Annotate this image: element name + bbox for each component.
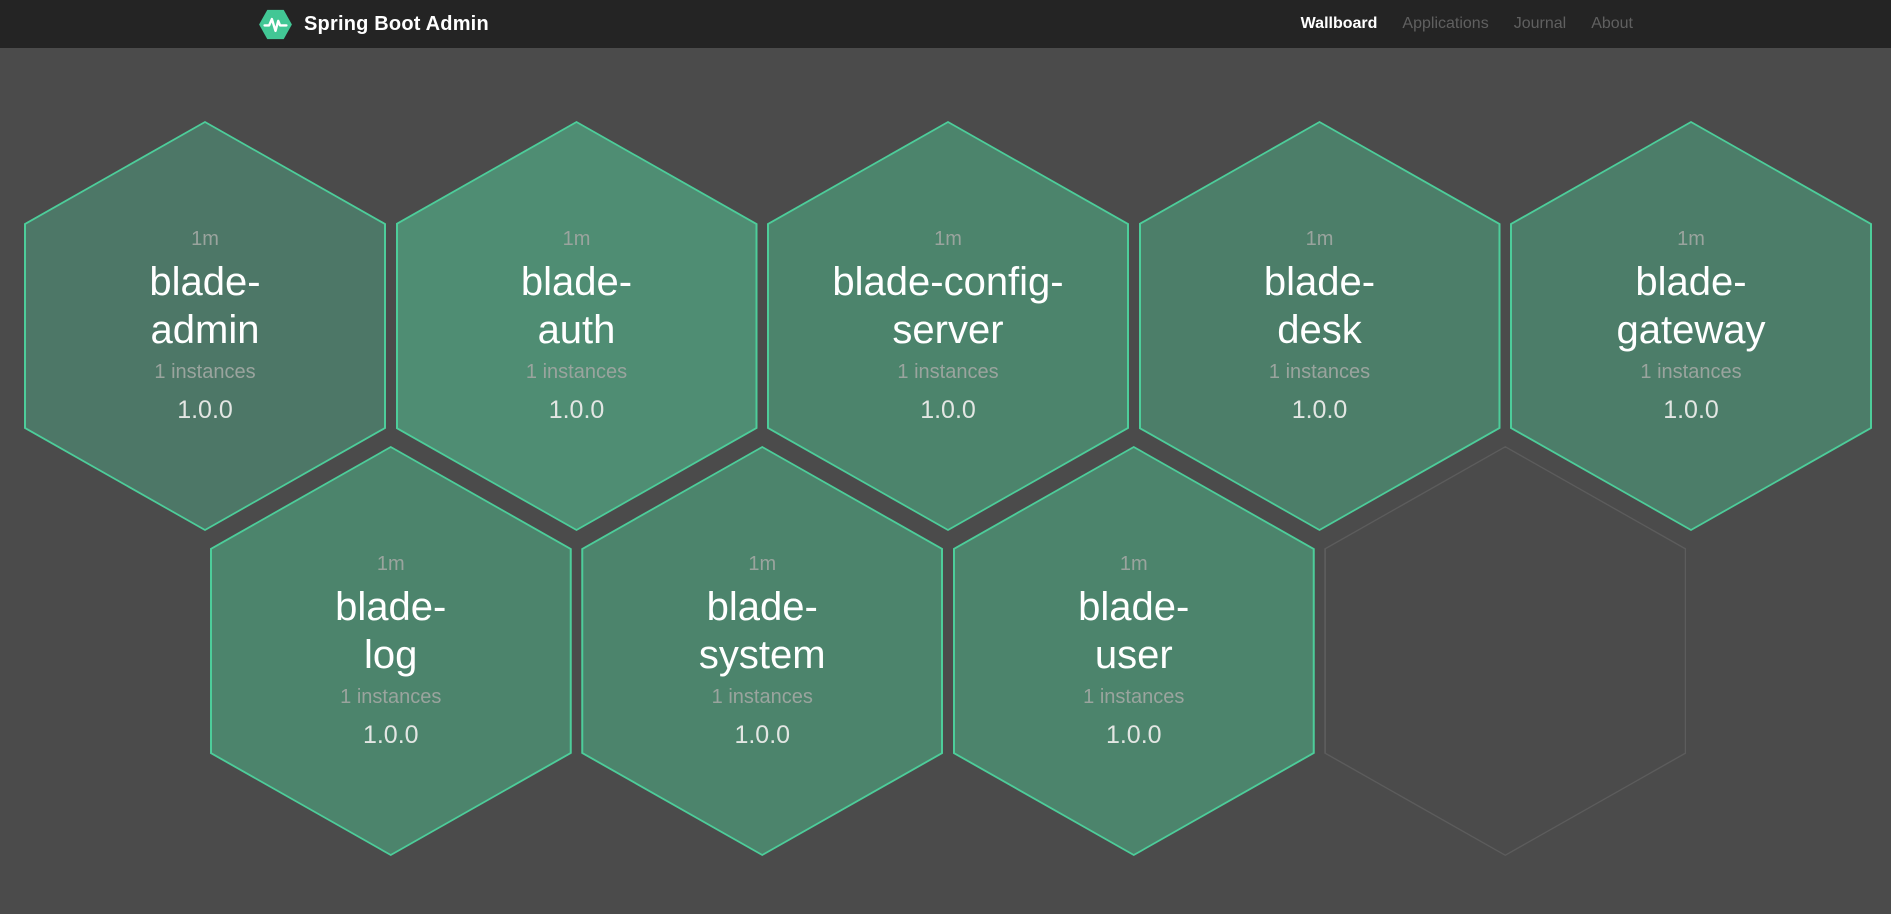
instances-count: 1 instances [340,685,442,708]
instances-count: 1 instances [154,360,256,383]
application-name: blade-auth [520,259,633,352]
version-label: 1.0.0 [1663,395,1719,424]
nav-link-about[interactable]: About [1591,15,1633,32]
empty-hexagon-slot [1324,446,1687,856]
nav-link-applications[interactable]: Applications [1402,15,1489,32]
application-hexagon-body: 1m blade-log 1 instances 1.0.0 [211,448,570,854]
application-name: blade-desk [1263,259,1376,352]
nav-link-wallboard[interactable]: Wallboard [1300,15,1378,32]
application-hexagon-body: 1m blade-user 1 instances 1.0.0 [954,448,1313,854]
instances-count: 1 instances [1640,360,1742,383]
application-name: blade-gateway [1616,259,1766,352]
application-name: blade-log [335,584,447,677]
wallboard: 1m blade-admin 1 instances 1.0.0 1m blad… [0,48,1891,914]
empty-hexagon-body [1325,447,1685,855]
application-hexagon-blade-user[interactable]: 1m blade-user 1 instances 1.0.0 [952,446,1315,856]
version-label: 1.0.0 [362,720,419,749]
application-hexagon-blade-config-server[interactable]: 1m blade-config-server 1 instances 1.0.0 [767,121,1129,531]
application-name: blade-admin [149,259,261,352]
brand-link[interactable]: Spring Boot Admin [258,9,489,40]
application-hexagon-body: 1m blade-config-server 1 instances 1.0.0 [769,123,1127,529]
navbar: Spring Boot Admin Wallboard Applications J… [0,0,1891,48]
application-hexagon-blade-log[interactable]: 1m blade-log 1 instances 1.0.0 [209,446,572,856]
application-hexagon-blade-gateway[interactable]: 1m blade-gateway 1 instances 1.0.0 [1510,121,1872,531]
application-name: blade-system [698,584,826,677]
application-hexagon-blade-admin[interactable]: 1m blade-admin 1 instances 1.0.0 [24,121,386,531]
application-hexagon-body: 1m blade-system 1 instances 1.0.0 [583,448,942,854]
uptime-label: 1m [934,227,962,250]
version-label: 1.0.0 [1105,720,1162,749]
uptime-label: 1m [191,227,219,250]
version-label: 1.0.0 [548,395,605,424]
application-hexagon-blade-system[interactable]: 1m blade-system 1 instances 1.0.0 [581,446,944,856]
nav-link-journal[interactable]: Journal [1513,15,1567,32]
brand-title: Spring Boot Admin [304,12,489,35]
application-hexagon-body: 1m blade-desk 1 instances 1.0.0 [1140,123,1499,529]
uptime-label: 1m [1119,552,1148,575]
uptime-label: 1m [748,552,777,575]
version-label: 1.0.0 [1291,395,1348,424]
application-hexagon-blade-desk[interactable]: 1m blade-desk 1 instances 1.0.0 [1138,121,1501,531]
navbar-container: Spring Boot Admin Wallboard Applications J… [258,0,1633,48]
instances-count: 1 instances [711,685,813,708]
instances-count: 1 instances [525,360,628,383]
uptime-label: 1m [562,227,591,250]
instances-count: 1 instances [1083,685,1185,708]
version-label: 1.0.0 [734,720,791,749]
application-name: blade-user [1078,584,1190,677]
version-label: 1.0.0 [920,395,976,424]
application-hexagon-body: 1m blade-admin 1 instances 1.0.0 [26,123,384,529]
uptime-label: 1m [1677,227,1705,250]
uptime-label: 1m [1305,227,1334,250]
application-hexagon-body: 1m blade-gateway 1 instances 1.0.0 [1512,123,1870,529]
heartbeat-hexagon-icon [259,9,292,39]
uptime-label: 1m [376,552,405,575]
instances-count: 1 instances [897,360,999,383]
application-hexagon-blade-auth[interactable]: 1m blade-auth 1 instances 1.0.0 [395,121,758,531]
instances-count: 1 instances [1268,360,1371,383]
main-nav: Wallboard Applications Journal About [1301,15,1633,33]
application-hexagon-body: 1m blade-auth 1 instances 1.0.0 [397,123,756,529]
version-label: 1.0.0 [177,395,233,424]
application-name: blade-config-server [832,259,1064,352]
